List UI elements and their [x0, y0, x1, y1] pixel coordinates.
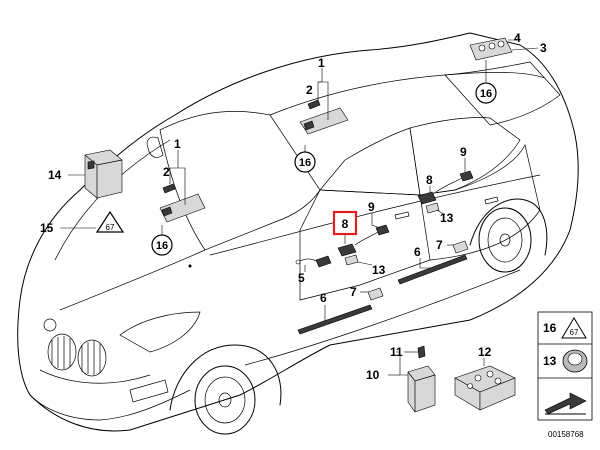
callout-9-front: 9: [368, 200, 375, 214]
door-parts-front: [337, 224, 390, 266]
callout-2-lower: 2: [163, 165, 170, 179]
door-lamp-7-rear: [452, 240, 469, 254]
callout-7-rear: 7: [436, 238, 443, 252]
callout-13-front: 13: [372, 263, 386, 277]
reference-number: 00158768: [548, 430, 584, 439]
circled-16-rear: 16: [480, 88, 492, 100]
callout-6-front: 6: [320, 291, 327, 305]
car-outline: [17, 32, 579, 435]
highlight-box: [332, 210, 358, 236]
legend: 16 67 13: [537, 311, 593, 421]
rear-wheel: [469, 198, 548, 273]
callouts: 1 2 1 2 4 3 14 15 8 9 8 9 13 13 5 6 6 7 …: [40, 31, 547, 382]
arrow-icon: [544, 392, 587, 415]
callout-3: 3: [540, 41, 547, 55]
callout-15: 15: [40, 221, 54, 235]
front-wheel: [169, 344, 282, 435]
callout-1-upper: 1: [318, 56, 325, 70]
control-unit-14: [84, 149, 123, 199]
warning-label-15: 67: [95, 210, 125, 233]
callout-6-rear: 6: [414, 245, 421, 259]
circled-callouts: 16 16 16: [151, 82, 497, 256]
callout-11: 11: [390, 345, 403, 359]
circled-16-roof: 16: [299, 157, 311, 169]
rear-interior-light: [469, 37, 513, 61]
circled-16-front: 16: [156, 240, 168, 252]
callout-1-lower: 1: [174, 137, 181, 151]
callout-8-highlighted: 8: [342, 217, 349, 231]
wire-5: [295, 255, 332, 268]
roof-light-assembly-front: [159, 183, 206, 223]
callout-8-rear: 8: [426, 173, 433, 187]
legend-warning-icon: [561, 317, 587, 339]
legend-16-label: 16: [543, 321, 557, 335]
kit-box-12: [454, 365, 516, 411]
callout-12: 12: [478, 345, 492, 359]
callout-13-rear: 13: [440, 211, 454, 225]
callout-10: 10: [366, 368, 380, 382]
legend-badge-text: 67: [570, 328, 579, 337]
warning-badge-text: 67: [106, 223, 115, 232]
door-lamp-7-front: [367, 287, 384, 301]
callout-4: 4: [514, 31, 521, 45]
module-10: [407, 345, 436, 413]
door-parts-rear: [417, 170, 474, 214]
callout-7-front: 7: [350, 285, 357, 299]
callout-9-rear: 9: [460, 145, 467, 159]
roof-light-assembly-rear: [299, 99, 349, 135]
callout-14: 14: [48, 168, 62, 182]
callout-2-upper: 2: [306, 83, 313, 97]
leader-lines: [60, 34, 539, 376]
sill-strip-front: [297, 304, 373, 335]
callout-5: 5: [298, 271, 305, 285]
sill-strip-rear: [397, 254, 468, 285]
legend-13-label: 13: [543, 354, 557, 368]
